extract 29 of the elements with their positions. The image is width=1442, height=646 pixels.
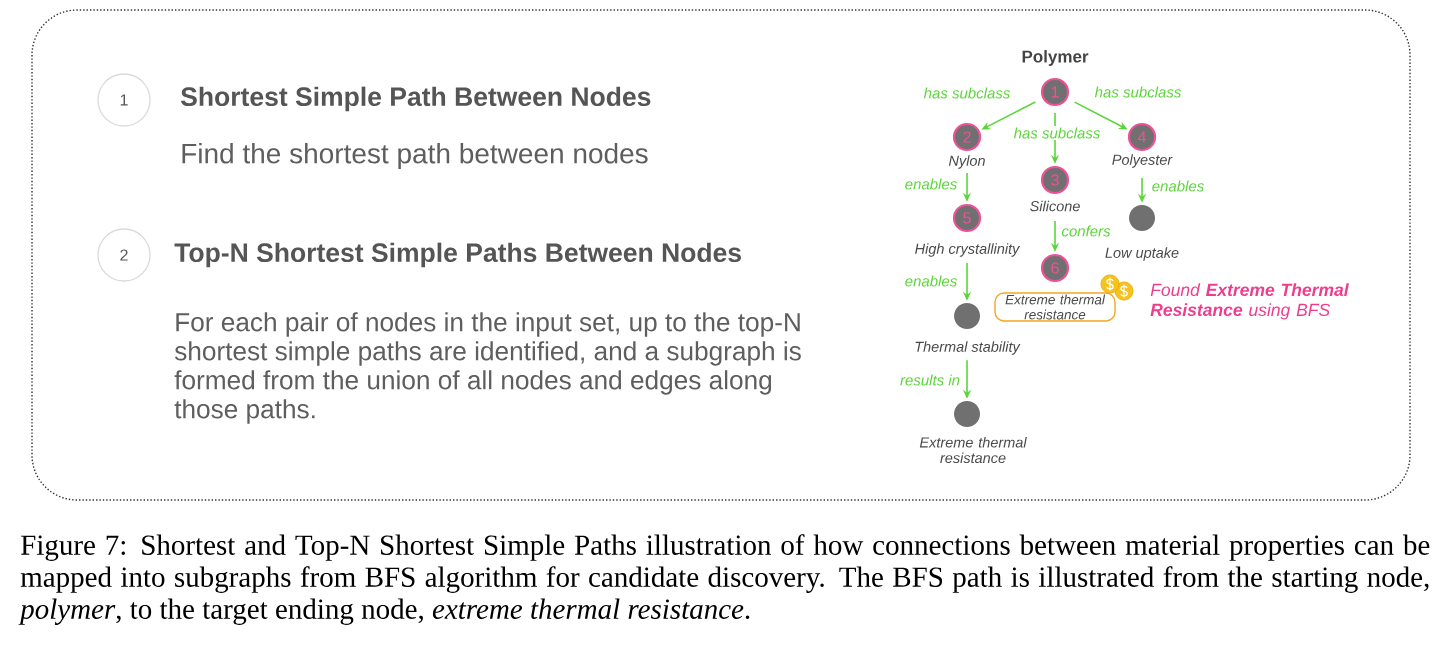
node-title: Polymer <box>1022 50 1089 66</box>
edge-label: has subclass <box>1093 85 1183 99</box>
numbered-node: 3 <box>1040 165 1070 195</box>
step-heading: Shortest Simple Path Between Nodes <box>181 86 651 112</box>
numbered-node: 1 <box>1040 77 1070 107</box>
node-label: Nylon <box>948 155 985 169</box>
edge-label: confers <box>1059 224 1113 238</box>
figure-caption: Figure 7: Shortest and Top-N Shortest Simple Paths illustration of how connections between material properties can be mapped into subgraphs from BFS algorithm for candidate discovery. The BFS path is illustrated from the starting node, polymer, to the target ending node, extreme thermal resistance. <box>18 534 1430 625</box>
step-description: Find the shortest path between nodes <box>182 142 648 170</box>
node-label: Extreme thermal resistance <box>919 436 1027 464</box>
node-label: Thermal stability <box>915 341 1021 355</box>
annotation-text: Found Extreme Thermal Resistance using BFS <box>1150 283 1349 320</box>
step-description: For each pair of nodes in the input set, up to the top-N shortest simple paths are identified, and a subgraph is formed from the union of all nodes and edges along those paths. <box>174 312 801 424</box>
numbered-node: 4 <box>1127 122 1157 152</box>
edge-label: enables <box>903 274 959 288</box>
numbered-node: 5 <box>952 203 982 233</box>
edge-label: has subclass <box>1012 126 1102 140</box>
edge-label: enables <box>1150 179 1206 193</box>
step-heading: Top-N Shortest Simple Paths Between Nodes <box>174 242 741 268</box>
numbered-node: 6 <box>1040 253 1070 283</box>
node-label: Polyester <box>1112 154 1173 168</box>
edge-label: enables <box>903 177 959 191</box>
edge-label: has subclass <box>922 86 1012 100</box>
node-label: Low uptake <box>1105 247 1179 261</box>
node-label: High crystallinity <box>915 243 1021 257</box>
highlight-box: Extreme thermal resistance <box>994 292 1116 322</box>
edge-label: results in <box>898 373 962 387</box>
numbered-node: 2 <box>952 122 982 152</box>
node-label: Silicone <box>1030 200 1080 212</box>
